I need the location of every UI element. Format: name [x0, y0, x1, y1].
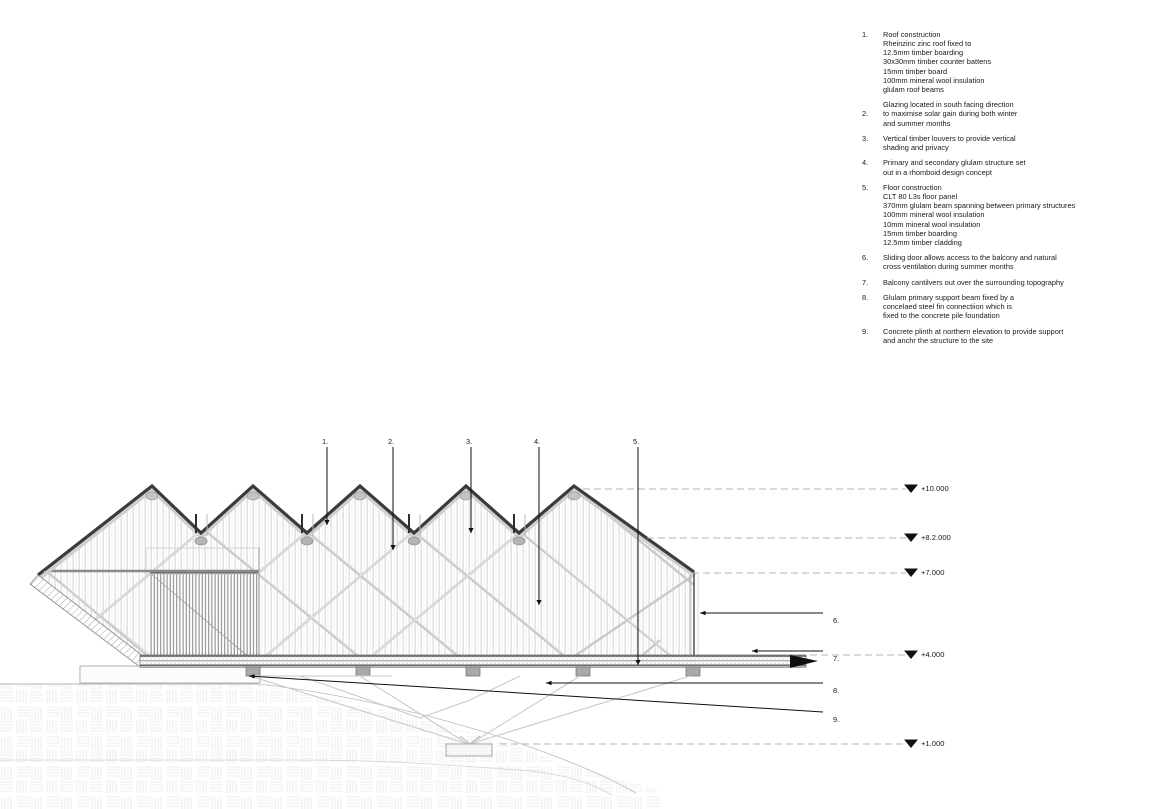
callout-arrowhead [249, 674, 255, 679]
construction-note-2: 2. Glazing located in south facing direct… [862, 100, 1162, 127]
level-marker-triangle [904, 568, 918, 577]
construction-note-6: 6. Sliding door allows access to the balc… [862, 253, 1162, 271]
callout-leader [248, 675, 824, 713]
construction-notes-legend: 1. Roof construction Rheinzinc zinc roof … [862, 30, 1162, 351]
note-number: 6. [862, 253, 869, 263]
note-number: 2. [862, 109, 869, 119]
callout-leaders-right [248, 610, 824, 713]
construction-note-1: 1. Roof construction Rheinzinc zinc roof … [862, 30, 1162, 94]
sawtooth-zinc-roof [37, 483, 697, 579]
callout-arrowhead [546, 680, 552, 686]
level-marker-triangle [904, 484, 918, 493]
note-text: Primary and secondary glulam structure s… [883, 158, 1026, 177]
note-number: 3. [862, 133, 869, 143]
note-text: Sliding door allows access to the balcon… [883, 253, 1057, 272]
callout-arrowhead [536, 600, 542, 605]
callout-number: 5. [633, 437, 640, 446]
note-text: Balcony cantilvers out over the surround… [883, 277, 1064, 287]
construction-note-9: 9. Concrete plinth at northern elevation … [862, 327, 1162, 345]
floor-construction-slab [139, 654, 818, 677]
note-number: 9. [862, 326, 869, 336]
callout-number: 6. [833, 616, 840, 625]
level-label: +7.000 [921, 568, 945, 577]
construction-note-5: 5. Floor construction CLT 80 L3s floor pa… [862, 183, 1162, 247]
level-marker-triangle [904, 650, 918, 659]
callout-arrowhead [390, 545, 396, 550]
callout-number: 8. [833, 686, 840, 695]
note-text: Glulam primary support beam fixed by a c… [883, 293, 1015, 321]
callout-number: 2. [388, 437, 395, 446]
note-number: 8. [862, 293, 869, 303]
construction-note-8: 8. Glulam primary support beam fixed by a… [862, 293, 1162, 320]
construction-note-7: 7. Balcony cantilvers out over the surrou… [862, 278, 1162, 287]
note-text: Concrete plinth at northern elevation to… [883, 326, 1064, 345]
callout-arrowhead [752, 648, 758, 654]
construction-note-4: 4. Primary and secondary glulam structure… [862, 158, 1162, 176]
note-number: 4. [862, 158, 869, 168]
callout-number: 1. [322, 437, 329, 446]
note-number: 1. [862, 30, 869, 39]
callout-arrowhead [324, 520, 330, 525]
note-text: Roof construction Rheinzinc zinc roof fi… [883, 30, 992, 94]
concrete-plinth-north [29, 570, 261, 684]
level-label: +8.2.000 [921, 533, 951, 542]
sliding-door-glazing [689, 572, 699, 666]
site-topography [0, 683, 660, 809]
note-text: Vertical timber louvers to provide verti… [883, 133, 1016, 153]
callout-leaders-top [324, 447, 641, 665]
note-text: Glazing located in south facing directio… [883, 100, 1018, 128]
glulam-beam-bearing [245, 666, 701, 677]
level-marker-triangle [904, 533, 918, 542]
note-text: Floor construction CLT 80 L3s floor pane… [883, 182, 1076, 247]
glulam-support-structure [249, 675, 691, 745]
callout-arrowhead [635, 660, 641, 665]
level-label: +10.000 [921, 484, 949, 493]
level-label: +1.000 [921, 739, 945, 748]
note-number: 5. [862, 182, 869, 192]
callout-arrowhead [468, 528, 474, 533]
level-marker-triangle [904, 739, 918, 748]
concrete-pile-foundation [445, 735, 493, 757]
roof-node [145, 491, 581, 546]
callout-number: 4. [534, 437, 541, 446]
note-number: 7. [862, 277, 869, 287]
callout-number: 9. [833, 715, 840, 724]
vertical-timber-louvers [149, 571, 259, 666]
level-label: +4.000 [921, 650, 945, 659]
level-datum-lines [500, 484, 918, 748]
callout-number: 7. [833, 654, 840, 663]
construction-note-3: 3. Vertical timber louvers to provide ver… [862, 134, 1162, 152]
callout-number: 3. [466, 437, 473, 446]
callout-arrowhead [700, 610, 706, 616]
